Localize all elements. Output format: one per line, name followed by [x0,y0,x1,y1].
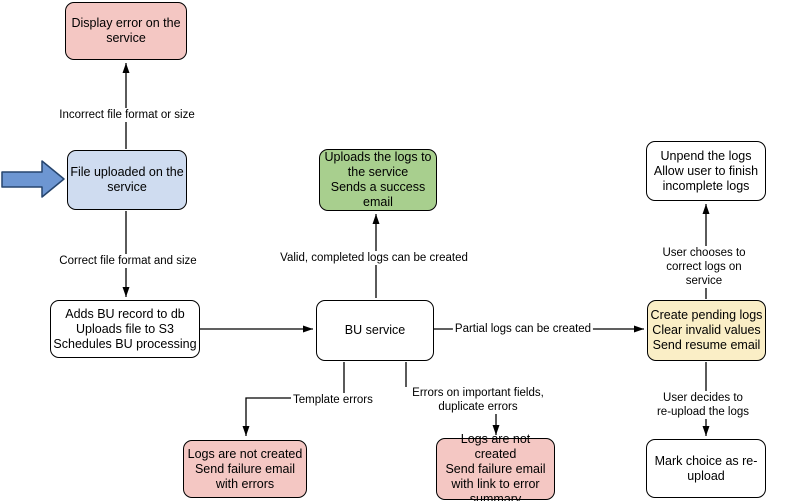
node-unpend-logs: Unpend the logs Allow user to finish inc… [646,141,766,201]
edge-label-valid-logs: Valid, completed logs can be created [278,251,470,265]
node-mark-choice-reupload: Mark choice as re- upload [646,439,766,498]
edge-label-template-errors: Template errors [291,393,375,407]
node-adds-bu-record: Adds BU record to db Uploads file to S3 … [50,300,200,358]
input-block-arrow-icon [1,160,65,198]
edge-label-correct-file: Correct file format and size [57,254,199,268]
edge-label-partial-logs: Partial logs can be created [452,322,594,336]
node-bu-service: BU service [316,300,434,361]
node-logs-not-created-summary: Logs are not created Send failure email … [436,432,555,501]
edge-label-field-errors: Errors on important fields, duplicate er… [410,386,546,414]
node-display-error: Display error on the service [65,2,187,60]
node-file-uploaded: File uploaded on the service [67,150,187,210]
edge-label-user-decides: User decides to re-upload the logs [654,391,752,419]
node-uploads-logs-success: Uploads the logs to the service Sends a … [319,149,437,211]
edge-label-incorrect-file: Incorrect file format or size [57,108,197,122]
edge-label-user-chooses: User chooses to correct logs on service [655,246,753,288]
node-create-pending-logs: Create pending logs Clear invalid values… [647,300,766,361]
node-logs-not-created-errors: Logs are not created Send failure email … [183,440,307,498]
